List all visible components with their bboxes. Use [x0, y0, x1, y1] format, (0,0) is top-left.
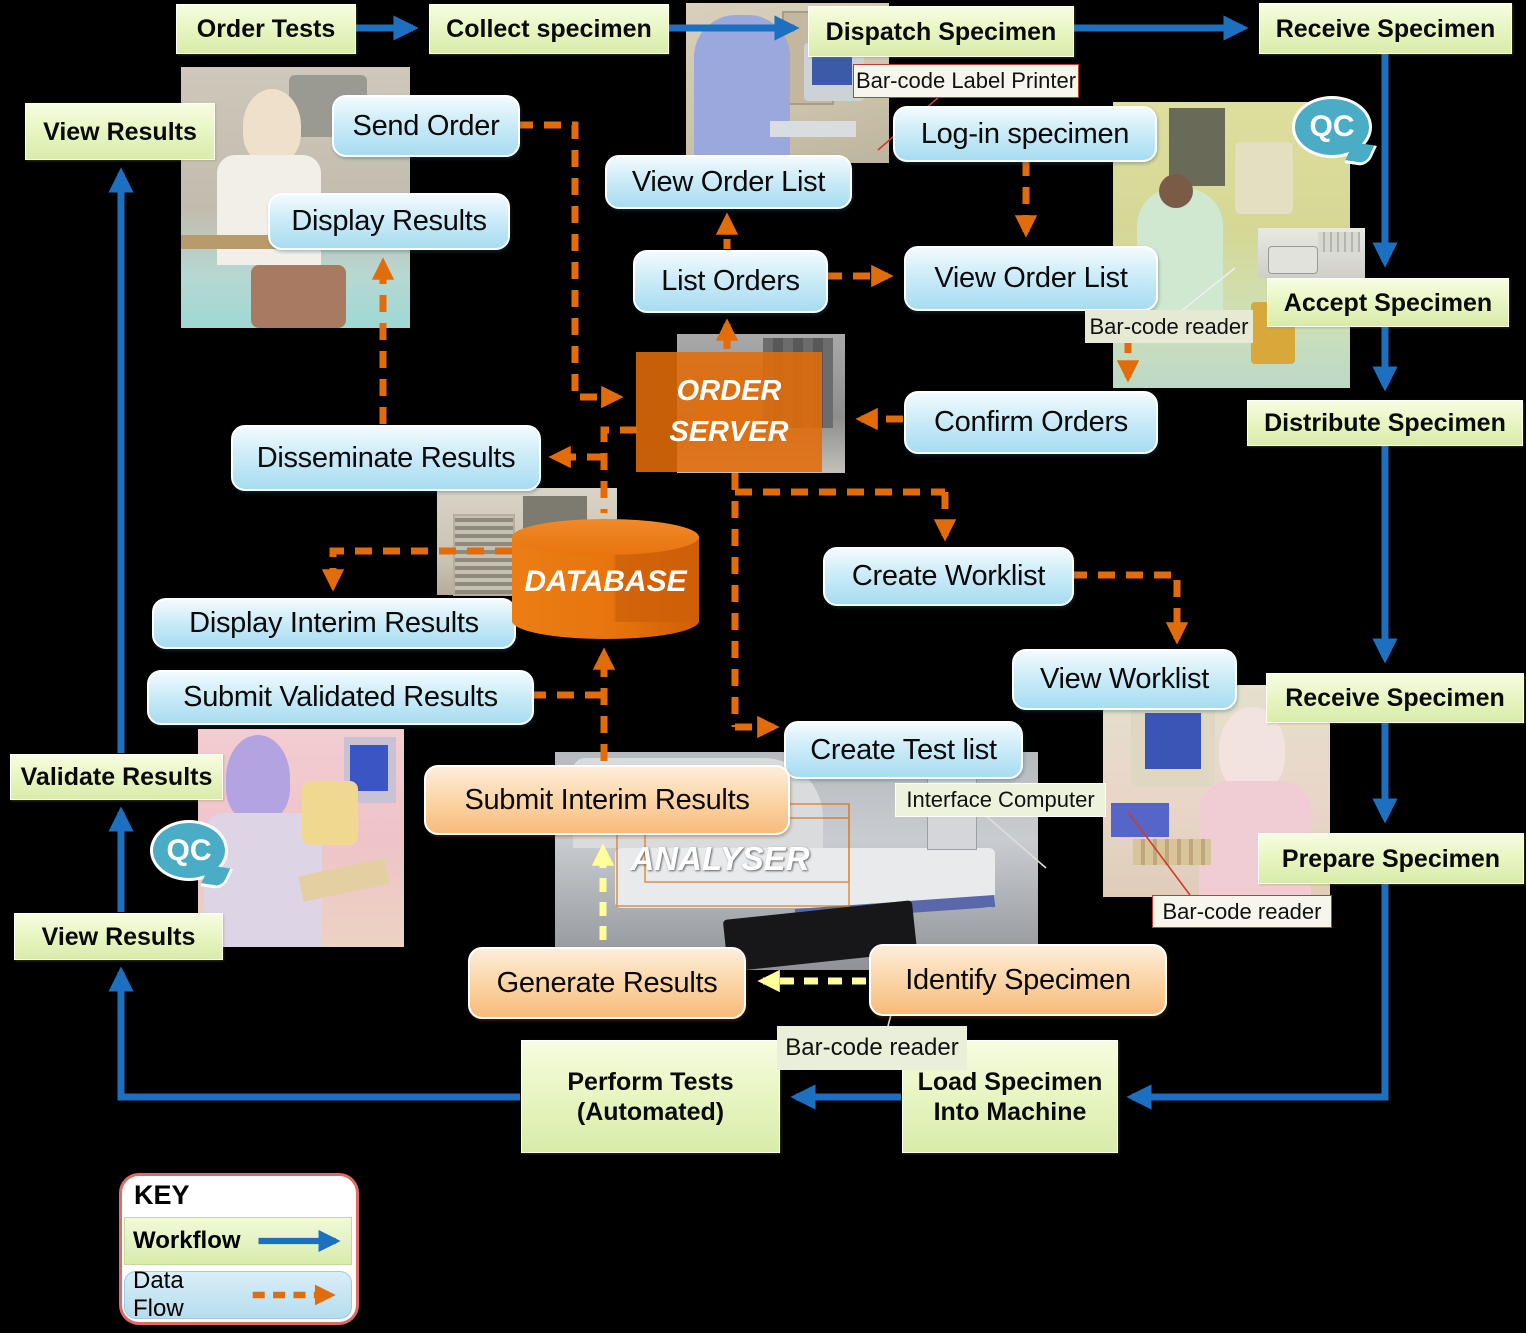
legend-title: KEY — [134, 1180, 190, 1210]
node-create-worklist: Create Worklist — [823, 547, 1074, 606]
legend-item-workflow: Workflow — [124, 1217, 352, 1265]
photo-phone-keyboard-inset — [1258, 228, 1365, 278]
leader-barcode-accept — [1179, 267, 1236, 313]
node-log-in-specimen: Log-in specimen — [893, 106, 1157, 162]
photo-shape-skirt — [251, 265, 346, 328]
legend-workflow-label: Workflow — [133, 1227, 241, 1254]
label-barcode-label-printer: Bar-code Label Printer — [853, 64, 1079, 98]
node-validate-results: Validate Results — [10, 754, 223, 800]
photo-shape-crate — [1111, 803, 1169, 837]
label-barcode-reader-prepare: Bar-code reader — [1152, 895, 1332, 928]
node-confirm-orders: Confirm Orders — [904, 391, 1158, 454]
qc-badge-login: QC — [1292, 96, 1378, 167]
dataflow-send-order-to-server — [516, 121, 624, 409]
node-prepare-specimen: Prepare Specimen — [1258, 833, 1524, 884]
node-disseminate-results: Disseminate Results — [231, 425, 541, 491]
dataflow-server-to-database — [600, 426, 637, 513]
database-cylinder: DATABASE — [512, 519, 699, 639]
photo-shape-screen — [1145, 713, 1201, 769]
dataflow-db-to-display-interim — [321, 547, 512, 592]
legend-dataflow-label: Data Flow — [133, 1267, 184, 1322]
node-receive-specimen-top: Receive Specimen — [1259, 3, 1512, 54]
node-identify-specimen: Identify Specimen — [869, 944, 1167, 1016]
node-dispatch-specimen: Dispatch Specimen — [808, 6, 1074, 57]
leader-barcode-prepare — [1127, 811, 1191, 896]
photo-shape-deck — [615, 848, 995, 908]
dataflow-worklist-to-view-worklist — [1070, 571, 1189, 645]
photo-shape-monitor — [1235, 142, 1293, 214]
analyser-flow-arrows — [591, 843, 866, 993]
node-view-results-lab: View Results — [14, 913, 223, 960]
photo-shape-keys — [1318, 232, 1360, 252]
node-distribute-specimen: Distribute Specimen — [1247, 400, 1523, 446]
legend-item-dataflow: Data Flow — [124, 1267, 352, 1322]
photo-shape-keyboard — [770, 121, 856, 137]
node-submit-interim-results: Submit Interim Results — [424, 765, 790, 835]
arrow-prepare-to-load — [1126, 883, 1389, 1110]
qc-badge-validate: QC — [150, 820, 234, 890]
photo-shape-head — [1159, 174, 1193, 208]
arrow-perform-to-view-results — [108, 966, 520, 1101]
legend: KEY Workflow Data Flow — [119, 1173, 359, 1325]
photo-shape-hijab — [243, 89, 301, 163]
node-view-results-top: View Results — [25, 103, 215, 160]
photo-shape-phone — [1268, 246, 1318, 274]
node-receive-specimen-lab: Receive Specimen — [1266, 673, 1524, 723]
photo-shape-person — [694, 15, 790, 163]
node-collect-specimen: Collect specimen — [429, 4, 669, 54]
workflow-arrows — [108, 15, 1398, 1110]
node-order-tests: Order Tests — [176, 4, 356, 54]
database-label: DATABASE — [524, 565, 687, 598]
label-barcode-reader-accept: Bar-code reader — [1085, 310, 1253, 343]
qc-badge-text: QC — [1309, 110, 1355, 143]
leader-interface-computer — [984, 814, 1047, 869]
node-view-worklist: View Worklist — [1012, 649, 1237, 710]
analyser-label: ANALYSER — [630, 840, 810, 877]
node-send-order: Send Order — [332, 95, 520, 157]
legend-workflow-arrow-icon — [258, 1229, 341, 1253]
node-submit-validated-results: Submit Validated Results — [147, 670, 534, 725]
node-view-order-list-lab: View Order List — [904, 246, 1158, 311]
label-barcode-reader-analyser: Bar-code reader — [777, 1026, 967, 1070]
node-generate-results: Generate Results — [468, 947, 746, 1019]
node-view-order-list-clinic: View Order List — [605, 155, 852, 209]
database-top — [512, 519, 699, 555]
data-flow-arrows — [321, 121, 1189, 761]
photo-shape-packets — [302, 781, 358, 845]
node-create-test-list: Create Test list — [784, 721, 1023, 779]
node-perform-tests: Perform Tests (Automated) — [521, 1040, 780, 1153]
node-list-orders: List Orders — [633, 250, 828, 313]
photo-shape-tubes — [1133, 839, 1211, 865]
photo-shape-cabinet — [1169, 108, 1225, 186]
legend-dataflow-arrow-icon — [252, 1284, 336, 1306]
label-interface-computer: Interface Computer — [895, 783, 1106, 817]
node-display-interim-results: Display Interim Results — [152, 598, 516, 649]
node-display-results: Display Results — [268, 193, 510, 250]
node-accept-specimen: Accept Specimen — [1267, 278, 1509, 327]
qc-badge-text: QC — [166, 833, 212, 867]
photo-shape-hijab — [226, 735, 290, 821]
order-server-box: ORDER SERVER — [636, 352, 822, 472]
